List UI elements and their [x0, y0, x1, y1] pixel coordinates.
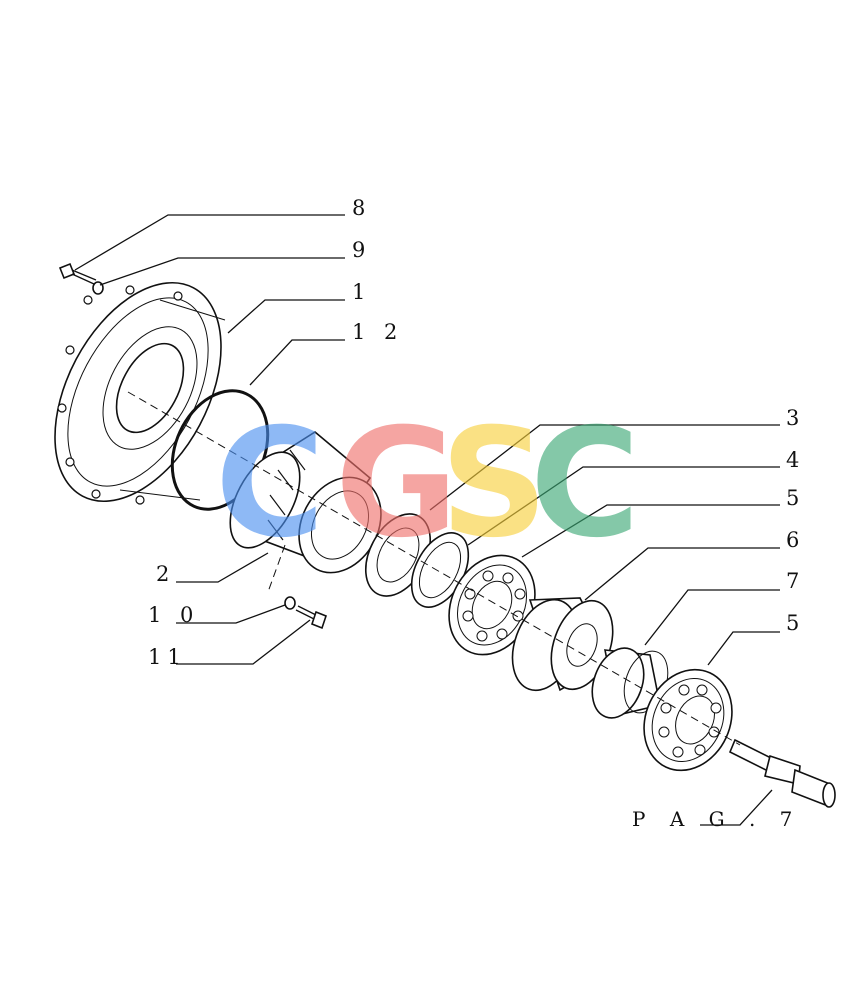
callout-7: 7	[786, 569, 805, 593]
roller-bearing-upper	[448, 554, 536, 656]
roller-bearing-lower	[643, 668, 733, 772]
callout-9: 9	[352, 238, 371, 262]
callout-8: 8	[352, 196, 371, 220]
output-shaft	[728, 738, 836, 808]
callout-5-lower: 5	[786, 611, 805, 635]
cgsc-watermark: C G S C	[215, 397, 640, 571]
callout-2: 2	[156, 562, 175, 586]
watermark-letter-2: G	[335, 397, 458, 571]
housing-cover	[54, 281, 226, 505]
callout-12: 1 2	[352, 320, 403, 344]
inner-ring	[591, 647, 669, 719]
page-reference: P A G . 7	[632, 807, 801, 831]
callout-10: 1 0	[148, 603, 199, 627]
washer-10	[284, 596, 296, 610]
watermark-letter-1: C	[215, 397, 325, 571]
watermark-letter-4: C	[530, 397, 640, 571]
callout-6: 6	[786, 528, 805, 552]
callout-11: 11	[148, 645, 187, 669]
bolt-8	[58, 262, 97, 285]
watermark-letter-3: S	[440, 397, 548, 571]
callout-1: 1	[352, 280, 371, 304]
callout-3: 3	[786, 406, 805, 430]
callout-5-upper: 5	[786, 486, 805, 510]
bolt-11	[295, 605, 327, 630]
spacer-sleeve	[511, 597, 614, 692]
coupling-sleeve	[229, 431, 382, 574]
callout-4: 4	[786, 448, 805, 472]
